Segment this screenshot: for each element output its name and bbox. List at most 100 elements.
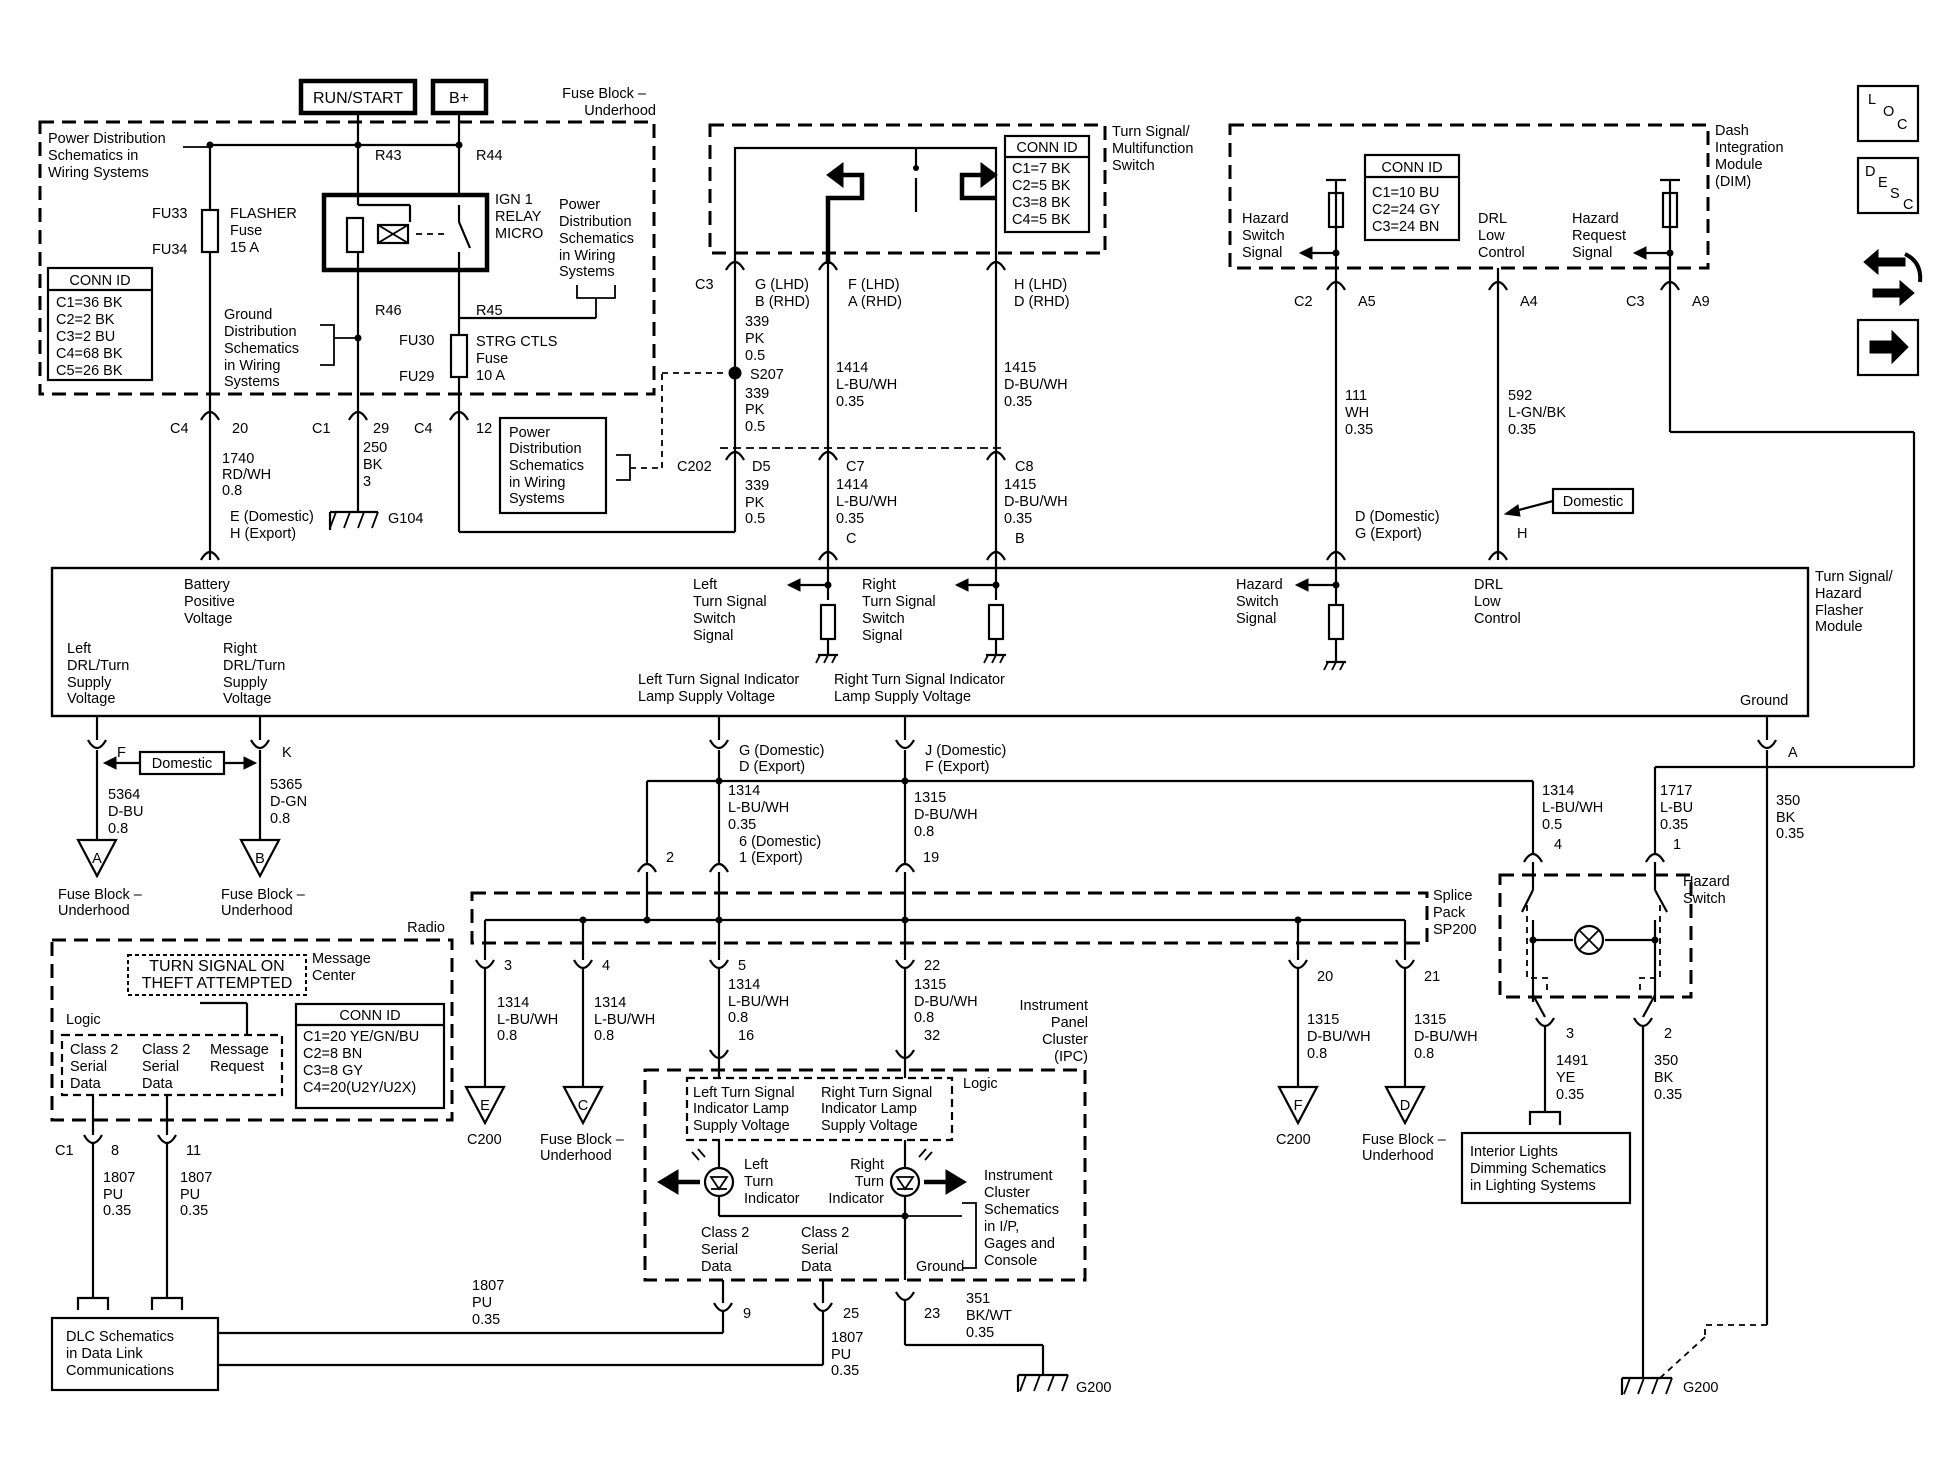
- pds-box-l3: Schematics: [509, 458, 584, 474]
- w1717-a: 1717: [1660, 783, 1692, 799]
- ipc-p23: 23: [924, 1306, 940, 1322]
- w339-b: PK: [745, 331, 765, 347]
- we-b: D-BU/WH: [1307, 1029, 1371, 1045]
- fb-conn-title: CONN ID: [69, 273, 130, 289]
- mod-rti-l1: Right Turn Signal Indicator: [834, 672, 1005, 688]
- radio-conn-1: C2=8 BN: [303, 1046, 362, 1062]
- s22: 22: [924, 958, 940, 974]
- wd-c: 0.8: [914, 1010, 934, 1026]
- ref-d: D: [1400, 1098, 1410, 1114]
- w5365-a: 5365: [270, 777, 302, 793]
- p4r: 4: [1554, 837, 1562, 853]
- ts-d-rhd: D (RHD): [1014, 294, 1070, 310]
- wf-b: D-BU/WH: [1414, 1029, 1478, 1045]
- dim-hr-l1: Hazard: [1572, 211, 1619, 227]
- s21: 21: [1424, 969, 1440, 985]
- ipc-ls-l1: Left Turn Signal: [693, 1085, 795, 1101]
- dim-drl-l3: Control: [1478, 245, 1525, 261]
- loc-o: O: [1883, 104, 1894, 120]
- desc-button[interactable]: D E S C: [1856, 156, 1920, 215]
- we-c: 0.8: [1307, 1046, 1327, 1062]
- pin-a: A: [1788, 745, 1798, 761]
- mod-lts-l2: Turn Signal: [693, 594, 767, 610]
- fuse-block-title-l1: Fuse Block –: [562, 86, 647, 102]
- ipc-csd1-l1: Class 2: [701, 1225, 749, 1241]
- radio-mc-l2: Center: [312, 968, 356, 984]
- w1415-c: 0.35: [1004, 394, 1032, 410]
- pds-box-l2: Distribution: [509, 441, 582, 457]
- six-dom: 6 (Domestic): [739, 834, 821, 850]
- r46-label: R46: [375, 303, 402, 319]
- mod-hss-l1: Hazard: [1236, 577, 1283, 593]
- hazsw-l2: Switch: [1683, 891, 1726, 907]
- ipc-rs-l1: Right Turn Signal: [821, 1085, 932, 1101]
- strg-ctls-fuse: [449, 333, 469, 379]
- radio-conn-3: C4=20(U2Y/U2X): [303, 1080, 416, 1096]
- s207-label: S207: [750, 367, 784, 383]
- fu33-label: FU33: [152, 206, 187, 222]
- ipc-w1807-c: 0.35: [831, 1363, 859, 1379]
- radio-cs1-l1: Class 2: [70, 1042, 118, 1058]
- pds-box-l1: Power: [509, 425, 550, 441]
- next-page-button[interactable]: [1856, 318, 1920, 377]
- ipc-ics-l6: Console: [984, 1253, 1037, 1269]
- w350b-a: 350: [1654, 1053, 1678, 1069]
- ign1-relay: [321, 192, 490, 273]
- relay-l2: RELAY: [495, 209, 542, 225]
- fb-conn-2: C3=2 BU: [56, 329, 115, 345]
- c1-label: C1: [312, 421, 331, 437]
- gnd-l2: Distribution: [224, 324, 297, 340]
- mod-drl-l2: Low: [1474, 594, 1501, 610]
- w1415b-a: 1415: [1004, 477, 1036, 493]
- bplus-label: B+: [449, 90, 469, 107]
- w1491-c: 0.35: [1556, 1087, 1584, 1103]
- loc-button[interactable]: L O C: [1856, 84, 1920, 143]
- dim-pin-h: H: [1517, 526, 1527, 542]
- ipc-logic: Logic: [963, 1076, 998, 1092]
- c200a: C200: [467, 1132, 502, 1148]
- fb-pds-l1: Power Distribution: [48, 131, 166, 147]
- mod-lts-l1: Left: [693, 577, 717, 593]
- mod-lti-l2: Lamp Supply Voltage: [638, 689, 775, 705]
- splice-l3: SP200: [1433, 922, 1477, 938]
- fuse-block-title-l2: Underhood: [584, 103, 656, 119]
- mod-ldrl-l1: Left: [67, 641, 91, 657]
- s5: 5: [738, 958, 746, 974]
- splice-pack-sp200: [470, 891, 1429, 945]
- ipc-csd1-l3: Data: [701, 1259, 733, 1275]
- dlc-l3: Communications: [66, 1363, 174, 1379]
- desc-s: S: [1890, 186, 1900, 202]
- w1807a-c: 0.35: [103, 1203, 131, 1219]
- fuse-block-underhood-box: [38, 120, 656, 396]
- dim-hz-l1: Hazard: [1242, 211, 1289, 227]
- ipc-w1807-a: 1807: [831, 1330, 863, 1346]
- connector-diagnostics-button[interactable]: [1863, 248, 1923, 307]
- w350b-b: BK: [1654, 1070, 1674, 1086]
- ipc-ics-l1: Instrument: [984, 1168, 1053, 1184]
- ts-c3: C3: [695, 277, 714, 293]
- wa-c: 0.8: [497, 1028, 517, 1044]
- ts-conn-2: C3=8 BK: [1012, 195, 1071, 211]
- dim-hr-l2: Request: [1572, 228, 1626, 244]
- ipc-ls-l3: Supply Voltage: [693, 1118, 790, 1134]
- interior-lights-box: [1460, 1131, 1632, 1205]
- left-turn-indicator-lamp: [703, 1166, 735, 1198]
- g200b: G200: [1683, 1380, 1718, 1396]
- fba-l1: Fuse Block –: [58, 887, 143, 903]
- ipc-csd1-l2: Serial: [701, 1242, 738, 1258]
- ref-c: C: [578, 1098, 588, 1114]
- c7-label: C7: [846, 459, 865, 475]
- ts-h-lhd: H (LHD): [1014, 277, 1067, 293]
- radio-msg-l2: THEFT ATTEMPTED: [142, 975, 293, 992]
- ipc-lti-l3: Indicator: [744, 1191, 800, 1207]
- dlc-l2: in Data Link: [66, 1346, 143, 1362]
- flasher-l3: 15 A: [230, 240, 259, 256]
- w1807c-b: PU: [472, 1295, 492, 1311]
- dim-hr-l3: Signal: [1572, 245, 1612, 261]
- w1414b-c: 0.35: [836, 511, 864, 527]
- fu29-label: FU29: [399, 369, 434, 385]
- w1717-b: L-BU: [1660, 800, 1693, 816]
- fbd-l2: Underhood: [1362, 1148, 1434, 1164]
- f-exp: F (Export): [925, 759, 989, 775]
- w111-a: 111: [1345, 388, 1367, 404]
